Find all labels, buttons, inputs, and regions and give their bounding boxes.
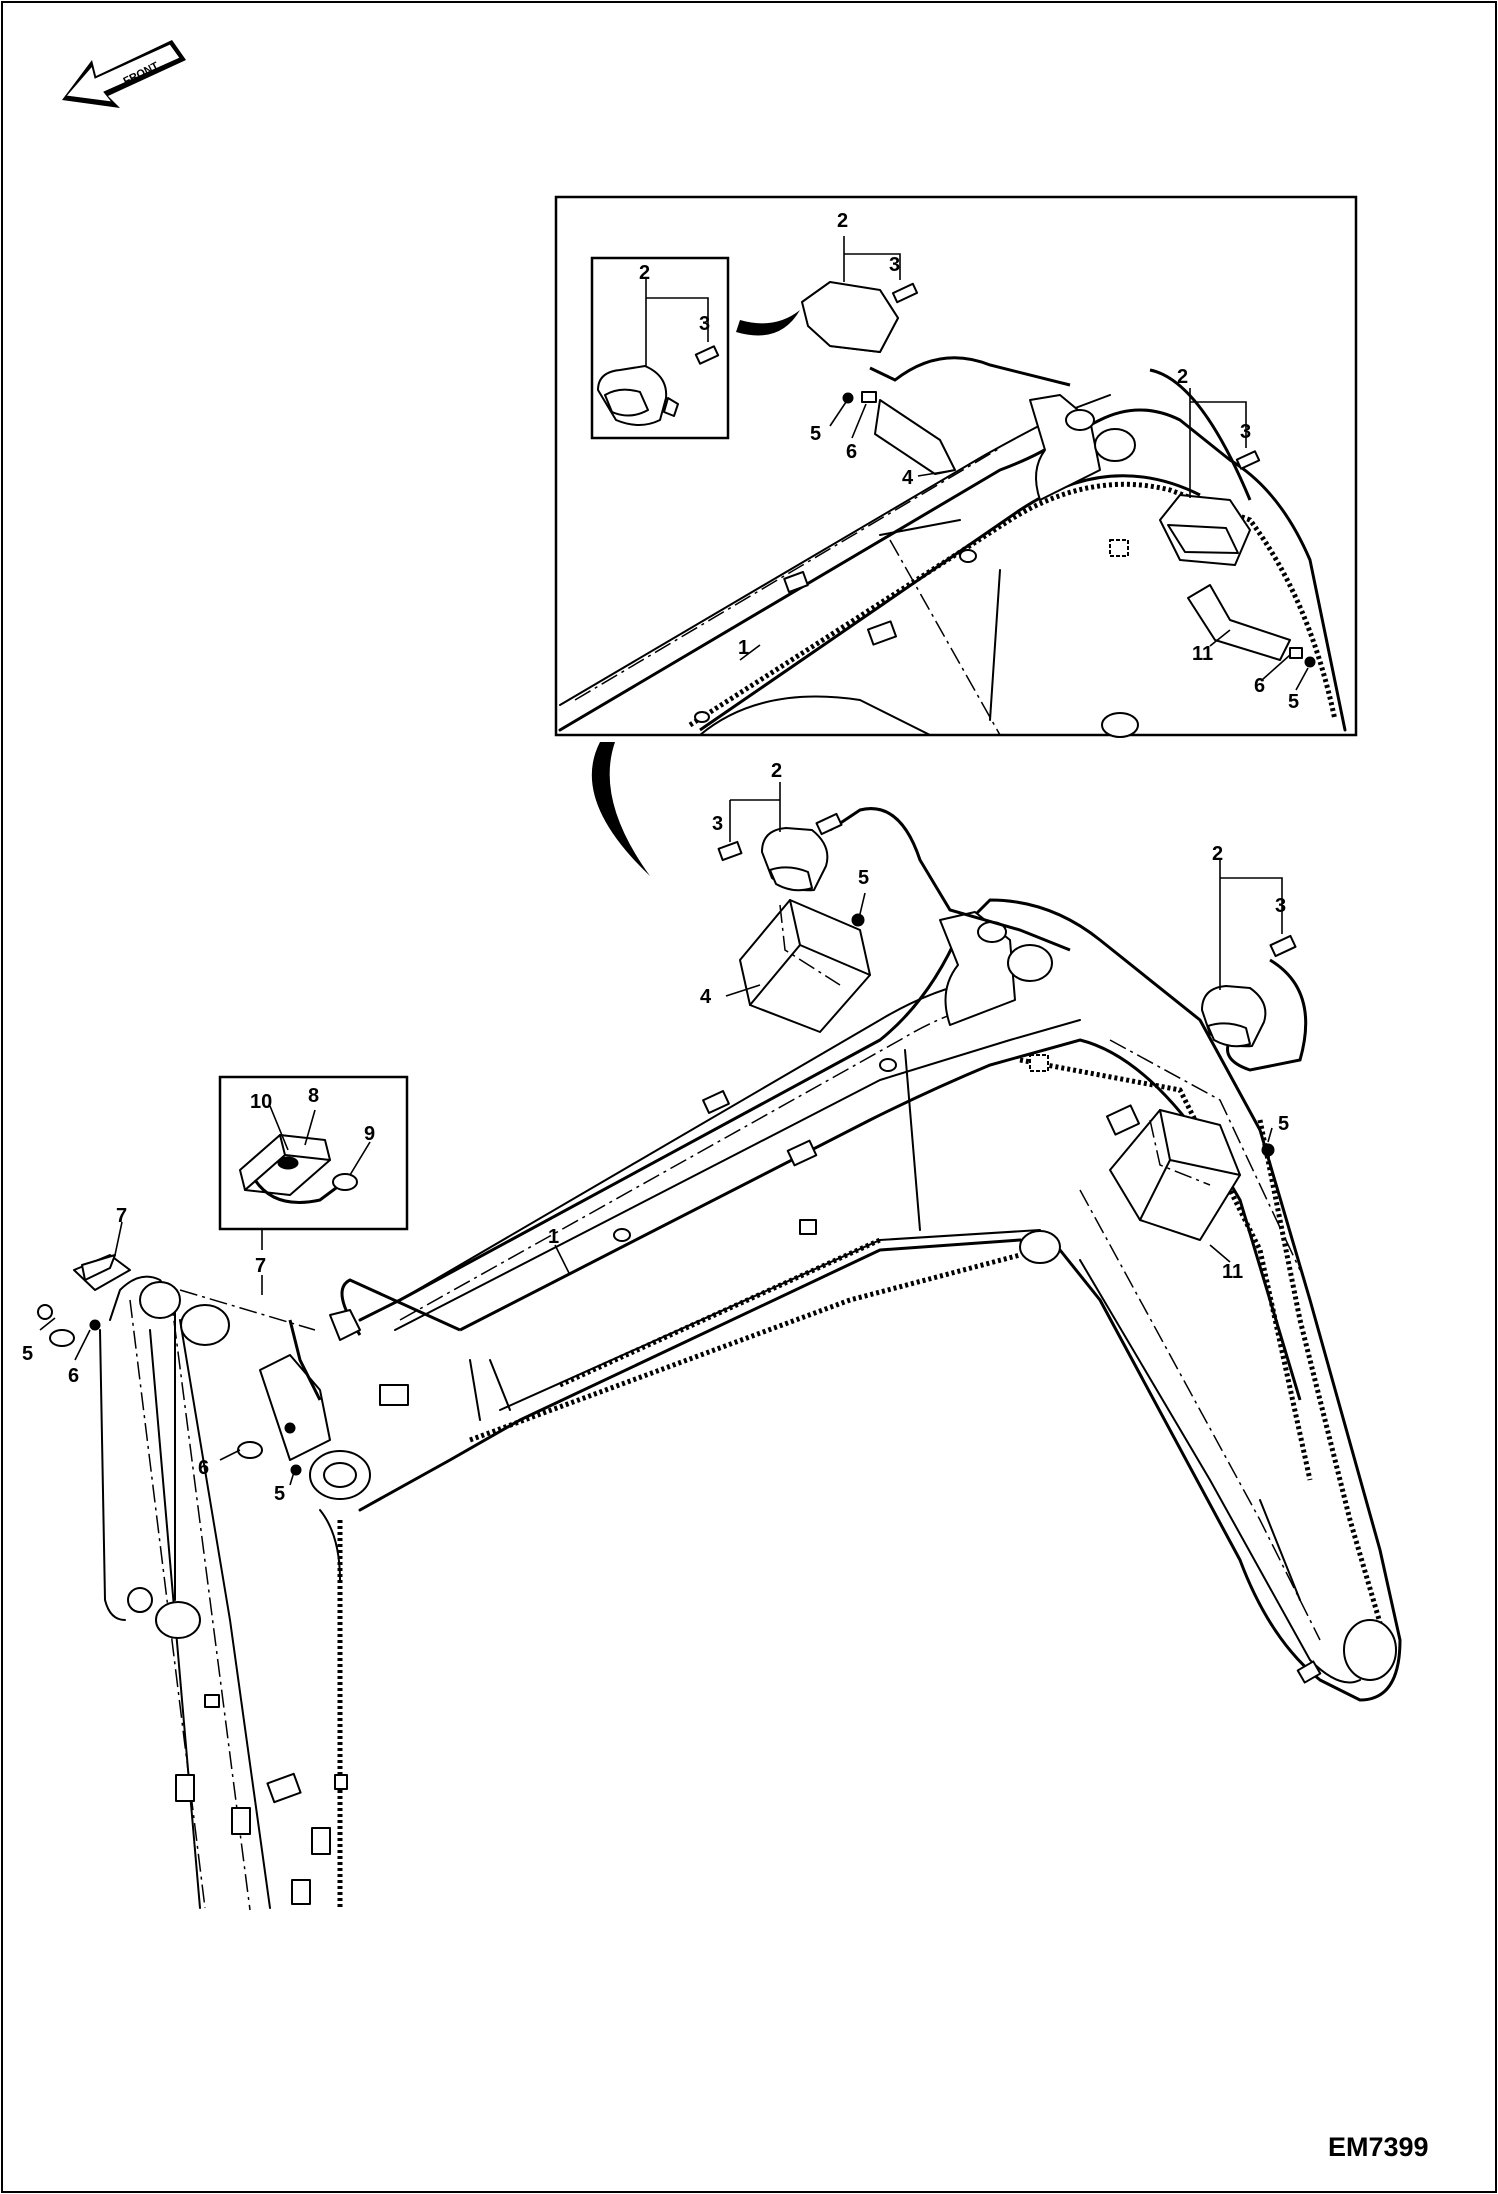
main-front-nut-label: 5: [858, 867, 869, 889]
connector-cap-label: 9: [364, 1123, 375, 1145]
main-boom: [340, 807, 1402, 1702]
detail-inset-lamp-label: 2: [639, 262, 650, 284]
detail-front-bracket-label: 4: [902, 467, 914, 489]
connector-detail: 10 8 9 7: [218, 1075, 409, 1295]
main-front-guard-label: 4: [700, 986, 712, 1008]
detail-rear-bracket-label: 11: [1192, 643, 1213, 665]
connector-cover-label: 10: [250, 1091, 272, 1113]
detail-pointer: [591, 742, 650, 876]
detail-front-lamp: 2 3 5 6 4: [801, 210, 956, 489]
pivot-washer-label: 6: [198, 1457, 209, 1479]
detail-front-bolt-label: 3: [889, 254, 900, 276]
detail-frame: [554, 195, 1358, 737]
detail-rear-bolt-label: 3: [1240, 421, 1251, 443]
left-nut-label: 5: [22, 1343, 33, 1365]
detail-inset-bolt-label: 3: [699, 313, 710, 335]
detail-rear-washer-label: 6: [1254, 675, 1265, 697]
left-washer-label: 6: [68, 1365, 79, 1387]
connector-callout-label: 7: [255, 1255, 266, 1277]
detail-rear-lamp-label: 2: [1177, 366, 1188, 388]
drawing-code: EM7399: [1328, 2132, 1429, 2162]
main-front-lamp: 2 3 5 4: [700, 760, 871, 1033]
detail-inset: 2 3: [590, 256, 730, 440]
left-connector-label: 7: [116, 1205, 127, 1227]
front-arrow-icon: FRONT: [62, 40, 186, 108]
left-connector-parts: 7 5 6: [22, 1205, 131, 1387]
detail-rear-lamp: 2 3 11 6 5: [1159, 366, 1316, 713]
main-rear-lamp-label: 2: [1212, 843, 1223, 865]
inset-pointer: [736, 310, 800, 336]
arm-assembly: [99, 1275, 409, 1911]
main-front-lamp-label: 2: [771, 760, 782, 782]
main-front-bolt-label: 3: [712, 813, 723, 835]
main-rear-lamp: 2 3 5 11: [1109, 843, 1297, 1283]
detail-harness-label: 1: [738, 637, 749, 659]
detail-boom: [558, 356, 1347, 738]
main-harness-label: 1: [548, 1226, 559, 1248]
detail-view: 2 3 2 3 5 6 4: [554, 195, 1358, 738]
main-rear-nut-label: 5: [1278, 1113, 1289, 1135]
detail-rear-nut-label: 5: [1288, 691, 1299, 713]
pivot-nut-label: 5: [274, 1483, 285, 1505]
connector-body-label: 8: [308, 1085, 319, 1107]
detail-front-nut-label: 5: [810, 423, 821, 445]
detail-front-washer-label: 6: [846, 441, 857, 463]
pivot-parts: 6 5: [198, 1422, 302, 1505]
main-rear-bolt-label: 3: [1275, 895, 1286, 917]
main-rear-guard-label: 11: [1222, 1261, 1243, 1283]
detail-front-lamp-label: 2: [837, 210, 848, 232]
